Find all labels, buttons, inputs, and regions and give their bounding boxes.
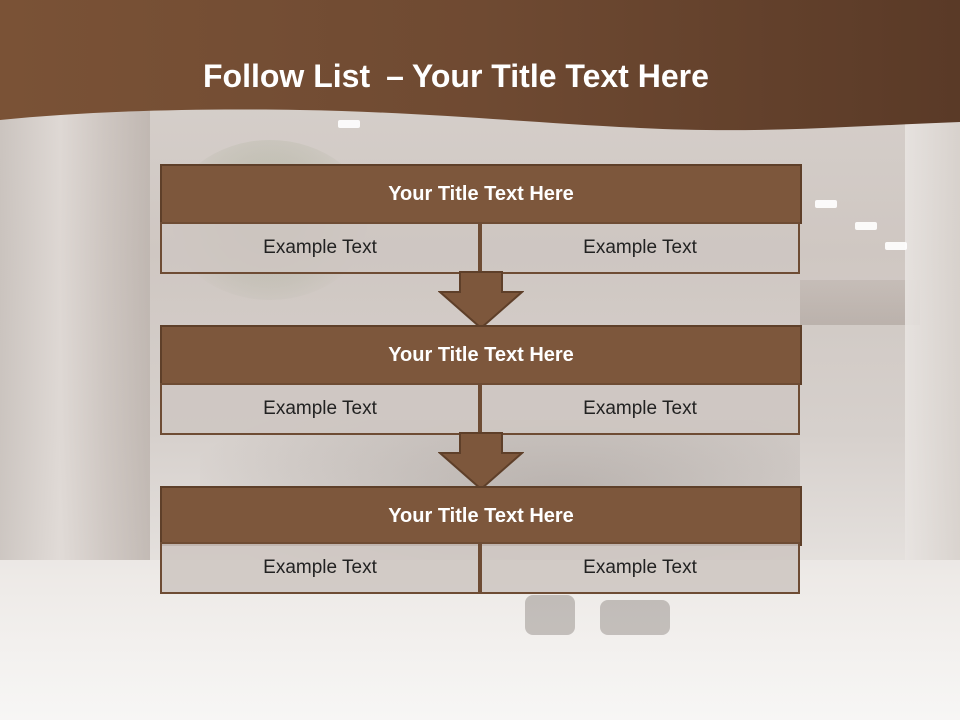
down-arrow-icon [438,432,524,491]
block-cell-left: Example Text [160,222,480,274]
background-figure [600,600,670,635]
block-cell-left: Example Text [160,383,480,435]
background-pillar-right [905,120,960,560]
background-mezzanine [800,280,920,325]
block-cell-left: Example Text [160,542,480,594]
down-arrow-icon [438,271,524,330]
block-cell-right: Example Text [480,383,800,435]
block-title: Your Title Text Here [160,164,802,224]
title-rest-text: Your Title Text Here [411,58,709,94]
title-bold-text: Follow List [203,58,371,94]
header-band [0,0,960,131]
block-title: Your Title Text Here [160,486,802,546]
slide-title: Follow List–Your Title Text Here [203,54,709,98]
ceiling-lamp [855,222,877,230]
block-title: Your Title Text Here [160,325,802,385]
title-separator: – [386,58,404,94]
ceiling-lamp [338,120,360,128]
ceiling-lamp [885,242,907,250]
block-cell-right: Example Text [480,222,800,274]
block-cell-right: Example Text [480,542,800,594]
ceiling-lamp [815,200,837,208]
background-figure [525,595,575,635]
background-pillar-left [0,110,150,620]
